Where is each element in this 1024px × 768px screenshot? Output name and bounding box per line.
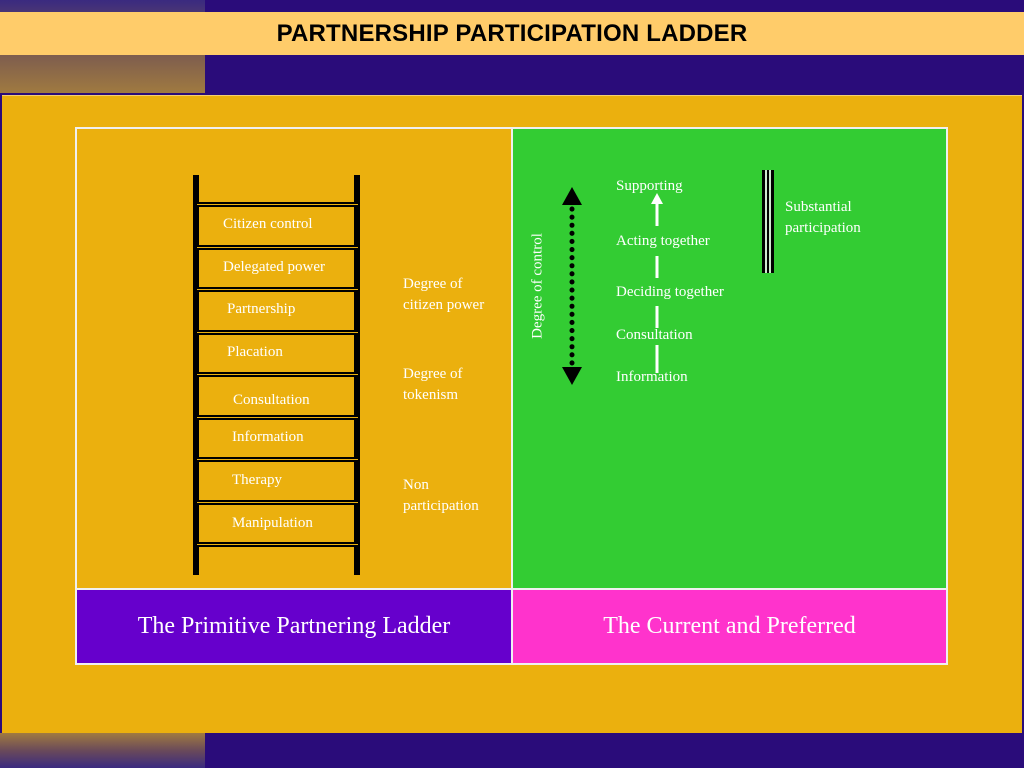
- white-arrow-head: [651, 193, 663, 204]
- white-arrow-segment: [655, 204, 659, 226]
- ladder-rung: [197, 500, 358, 505]
- ladder-rung: [197, 457, 358, 462]
- rung-label-manipulation: Manipulation: [232, 515, 313, 531]
- white-arrow-segment: [655, 256, 659, 278]
- ladder-rung: [197, 330, 358, 335]
- degree-label-line2: tokenism: [403, 387, 458, 403]
- degree-label-line1: Non: [403, 477, 429, 493]
- ladder-rail-left: [193, 175, 199, 575]
- primitive-ladder-caption: The Primitive Partnering Ladder: [137, 613, 451, 639]
- bracket-stripe: [769, 170, 771, 273]
- slide-title: PARTNERSHIP PARTICIPATION LADDER: [276, 19, 748, 47]
- ladder-rung: [197, 202, 358, 207]
- degree-label-line2: citizen power: [403, 297, 485, 313]
- white-arrow-segment: [655, 306, 659, 328]
- ladder-rung: [197, 287, 358, 292]
- control-double-arrow: [562, 187, 582, 385]
- non-participation-label: Non participation: [403, 475, 479, 517]
- arrow-head-up: [562, 187, 582, 205]
- current-caption-cell: The Current and Preferred: [513, 588, 946, 663]
- current-preferred-cell: [513, 129, 946, 588]
- degree-citizen-power-label: Degree of citizen power: [403, 274, 484, 316]
- substantial-line2: participation: [785, 220, 861, 236]
- substantial-bracket: [762, 170, 774, 273]
- white-arrow-segment: [655, 345, 659, 373]
- bracket-bar: [762, 170, 774, 273]
- primitive-caption-cell: The Primitive Partnering Ladder: [77, 588, 513, 663]
- ladder-rung: [197, 542, 358, 547]
- white-up-arrow: [651, 193, 663, 373]
- rung-label-partnership: Partnership: [227, 301, 296, 317]
- rung-label-delegated-power: Delegated power: [223, 259, 326, 275]
- arrow-head-down: [562, 367, 582, 385]
- ladder-rung: [197, 372, 358, 377]
- ladder-rung: [197, 245, 358, 250]
- level-supporting: Supporting: [616, 178, 683, 194]
- diagram-frame: The Primitive Partnering Ladder The Curr…: [75, 127, 948, 665]
- level-deciding-together: Deciding together: [616, 284, 724, 300]
- rung-label-therapy: Therapy: [232, 472, 282, 488]
- bracket-stripe: [765, 170, 767, 273]
- degree-label-line1: Degree of: [403, 276, 463, 292]
- degree-of-control-label: Degree of control: [529, 233, 546, 339]
- decorative-corner-bottom: [0, 733, 205, 768]
- degree-tokenism-label: Degree of tokenism: [403, 364, 463, 406]
- substantial-participation-label: Substantial participation: [785, 197, 861, 239]
- degree-label-line2: participation: [403, 498, 479, 514]
- level-information: Information: [616, 369, 688, 385]
- ladder-rung: [197, 415, 358, 420]
- level-acting-together: Acting together: [616, 233, 710, 249]
- current-preferred-caption: The Current and Preferred: [603, 613, 856, 639]
- title-bar: PARTNERSHIP PARTICIPATION LADDER: [0, 12, 1024, 55]
- degree-label-line1: Degree of: [403, 366, 463, 382]
- rung-label-consultation: Consultation: [233, 392, 310, 408]
- level-consultation: Consultation: [616, 327, 693, 343]
- rung-label-information: Information: [232, 429, 304, 445]
- rung-label-citizen-control: Citizen control: [223, 216, 313, 232]
- rung-label-placation: Placation: [227, 344, 283, 360]
- substantial-line1: Substantial: [785, 199, 852, 215]
